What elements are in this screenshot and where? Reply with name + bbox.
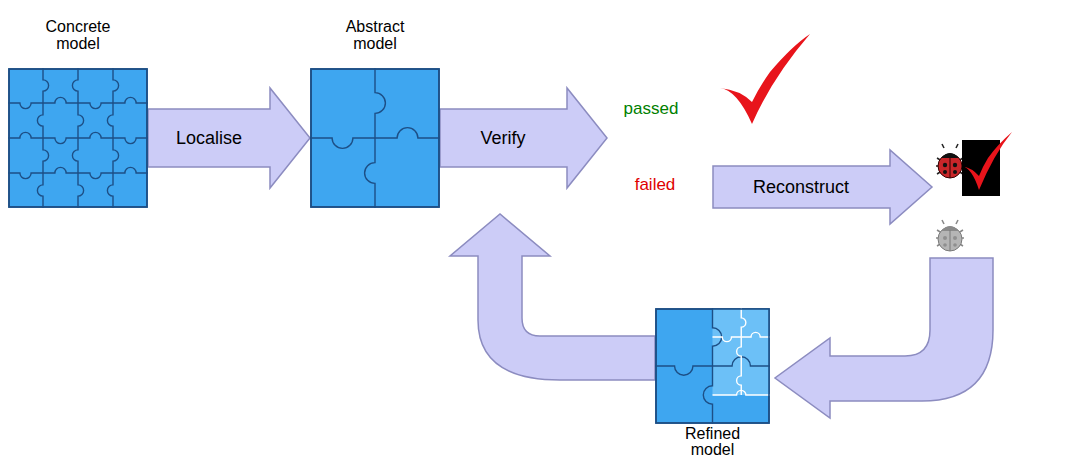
puzzle-shape <box>310 68 440 208</box>
block-arrow <box>450 214 655 380</box>
puzzle-seam <box>113 138 119 173</box>
puzzle-seam <box>78 103 84 138</box>
puzzle-seam <box>8 103 43 109</box>
spurious-bug-icon <box>936 220 964 251</box>
arrow-label: Localise <box>176 128 242 149</box>
label-holder: Abstract model <box>310 18 440 53</box>
puzzle-seam <box>365 138 375 208</box>
puzzle-ground <box>656 309 769 423</box>
puzzle-seam <box>8 132 43 138</box>
puzzle-seam <box>655 366 713 375</box>
step-label: failed <box>635 175 676 195</box>
puzzle-seam <box>78 103 113 109</box>
puzzle-seam <box>310 138 375 148</box>
abstract-model-puzzle: Abstract model <box>310 68 440 208</box>
puzzle-border <box>9 69 147 207</box>
bug-checkmark <box>962 132 1012 190</box>
model-label: Concrete model <box>30 18 126 52</box>
reconstruct-arrow <box>713 150 932 224</box>
puzzle-seam <box>741 308 746 337</box>
puzzle-seam <box>713 337 742 342</box>
puzzle-seam <box>43 167 78 173</box>
refined-model-puzzle: Refined model <box>655 308 770 424</box>
model-label: Refined model <box>665 426 761 458</box>
puzzle-seam <box>113 138 148 144</box>
puzzle-seam <box>8 173 43 179</box>
puzzle-seam <box>107 173 113 208</box>
label-holder: Refined model <box>655 426 770 459</box>
puzzle-seam <box>78 132 113 138</box>
puzzle-shape <box>655 308 770 424</box>
puzzle-seam <box>113 167 148 173</box>
puzzle-seam <box>43 138 49 173</box>
puzzle-seam <box>78 173 84 208</box>
concrete-model-puzzle: Concrete model <box>8 68 148 208</box>
passed-checkmark <box>720 34 810 124</box>
puzzle-seam <box>37 173 43 208</box>
refined-piece <box>713 309 770 367</box>
puzzle-seam <box>72 138 78 173</box>
puzzle-seam <box>375 128 440 138</box>
puzzle-ground <box>311 69 439 207</box>
puzzle-seam <box>113 68 119 103</box>
puzzle-seam <box>113 97 148 103</box>
label-holder: Concrete model <box>8 18 148 53</box>
bug-to-refined-arrow <box>775 258 993 418</box>
puzzle-seam <box>737 337 742 366</box>
step-label: Reconstruct <box>753 177 849 198</box>
puzzle-shape <box>8 68 148 208</box>
model-label: Abstract model <box>327 18 423 52</box>
step-label: Verify <box>480 128 525 149</box>
block-arrow <box>148 88 310 188</box>
puzzle-seam <box>375 68 385 138</box>
puzzle-seam <box>72 68 78 103</box>
puzzle-seam <box>43 68 49 103</box>
refined-piece <box>713 366 770 395</box>
puzzle-seam <box>703 366 712 424</box>
verify-arrow <box>440 88 607 188</box>
puzzle-seam <box>78 173 113 179</box>
puzzle-seam <box>741 332 770 337</box>
puzzle-seam <box>43 138 78 144</box>
puzzle-border <box>656 309 769 423</box>
found-bug-icon <box>936 144 964 178</box>
puzzle-seam <box>43 97 78 103</box>
puzzle-border <box>311 69 439 207</box>
puzzle-seam <box>737 366 742 395</box>
puzzle-seam <box>107 103 113 138</box>
puzzle-ground <box>9 69 147 207</box>
puzzle-seam <box>37 103 43 138</box>
step-label: passed <box>624 99 679 119</box>
